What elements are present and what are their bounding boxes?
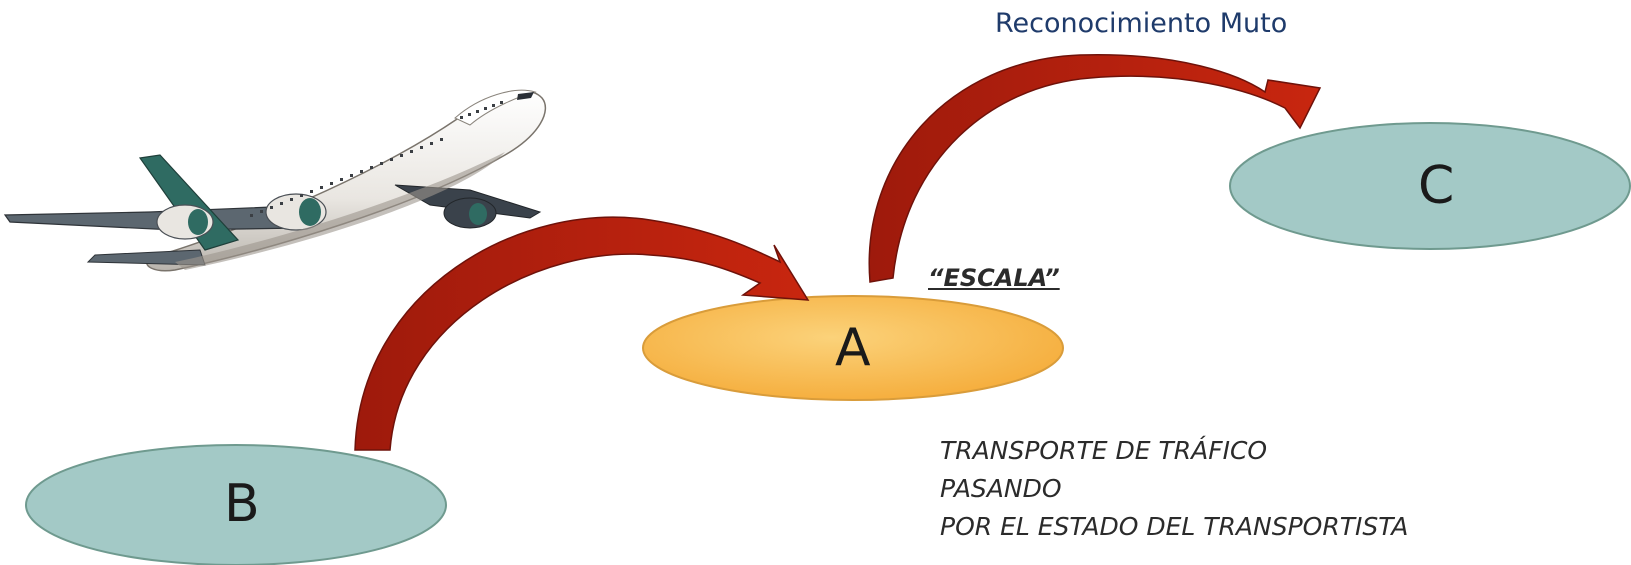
airplane-icon: [3, 89, 547, 272]
stopover-label: “ESCALA”: [928, 264, 1060, 292]
arrow-b-to-a: [354, 216, 810, 451]
node-c-label: C: [1418, 156, 1455, 216]
diagram-title: Reconocimiento Muto: [995, 8, 1288, 39]
description-line-3: POR EL ESTADO DEL TRANSPORTISTA: [940, 512, 1409, 541]
node-a-ellipse: [642, 295, 1064, 401]
node-b-label: B: [224, 474, 260, 534]
node-a-label: A: [835, 318, 871, 378]
description-line-1: TRANSPORTE DE TRÁFICO: [940, 436, 1268, 465]
arrow-a-to-c: [868, 53, 1322, 283]
node-b-ellipse: [25, 444, 447, 565]
description-line-2: PASANDO: [940, 474, 1062, 503]
description-block: TRANSPORTE DE TRÁFICO PASANDO POR EL EST…: [940, 432, 1408, 546]
node-c-ellipse: [1229, 122, 1631, 250]
